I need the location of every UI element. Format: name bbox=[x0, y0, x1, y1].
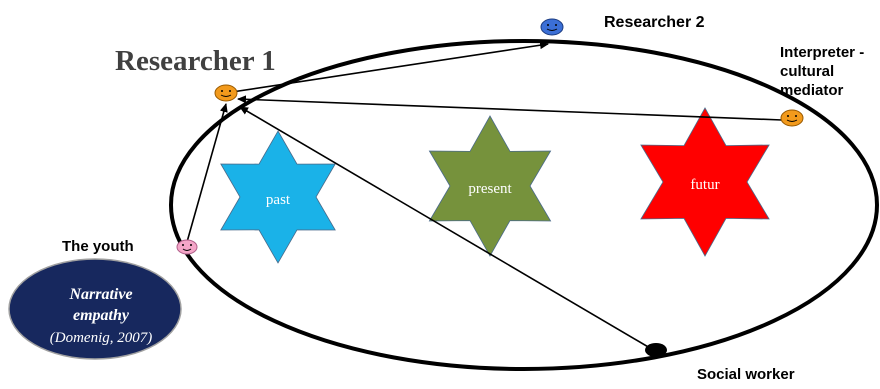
interpreter-face bbox=[780, 109, 804, 127]
arrow-interpreter-to-researcher1 bbox=[237, 95, 783, 121]
youth-label: The youth bbox=[62, 238, 134, 255]
social-worker-face bbox=[645, 343, 667, 357]
social-worker-label: Social worker bbox=[697, 366, 795, 383]
interpreter-label-line2: cultural bbox=[780, 63, 835, 80]
youth-face bbox=[176, 239, 198, 255]
badge-line1: Narrative bbox=[68, 286, 132, 303]
arrow-socialworker-to-researcher1 bbox=[239, 106, 651, 349]
researcher1-label: Researcher 1 bbox=[115, 45, 276, 77]
star-futur-shape bbox=[640, 107, 770, 257]
star-present-shape bbox=[428, 115, 552, 257]
star-past-shape bbox=[220, 130, 336, 264]
badge-line3: (Domenig, 2007) bbox=[50, 330, 152, 346]
interpreter-label-line3: mediator bbox=[780, 82, 844, 99]
researcher2-label: Researcher 2 bbox=[604, 14, 705, 31]
star-futur-label: futur bbox=[690, 177, 719, 193]
star-past-label: past bbox=[266, 192, 291, 208]
star-present: present bbox=[428, 115, 552, 257]
arrow-youth-to-researcher1 bbox=[186, 103, 228, 243]
researcher2-face bbox=[540, 18, 564, 36]
researcher1-face bbox=[214, 84, 238, 102]
star-past: past bbox=[220, 130, 336, 264]
context-ellipse bbox=[169, 39, 879, 371]
star-present-label: present bbox=[468, 181, 512, 197]
narrative-empathy-badge: Narrative empathy (Domenig, 2007) bbox=[8, 258, 182, 360]
arrow-researcher1-to-researcher2 bbox=[231, 41, 549, 93]
interpreter-label-line1: Interpreter - bbox=[780, 44, 865, 61]
star-futur: futur bbox=[640, 107, 770, 257]
badge-line2: empathy bbox=[73, 307, 130, 324]
interpreter-label: Interpreter - cultural mediator bbox=[780, 43, 864, 100]
